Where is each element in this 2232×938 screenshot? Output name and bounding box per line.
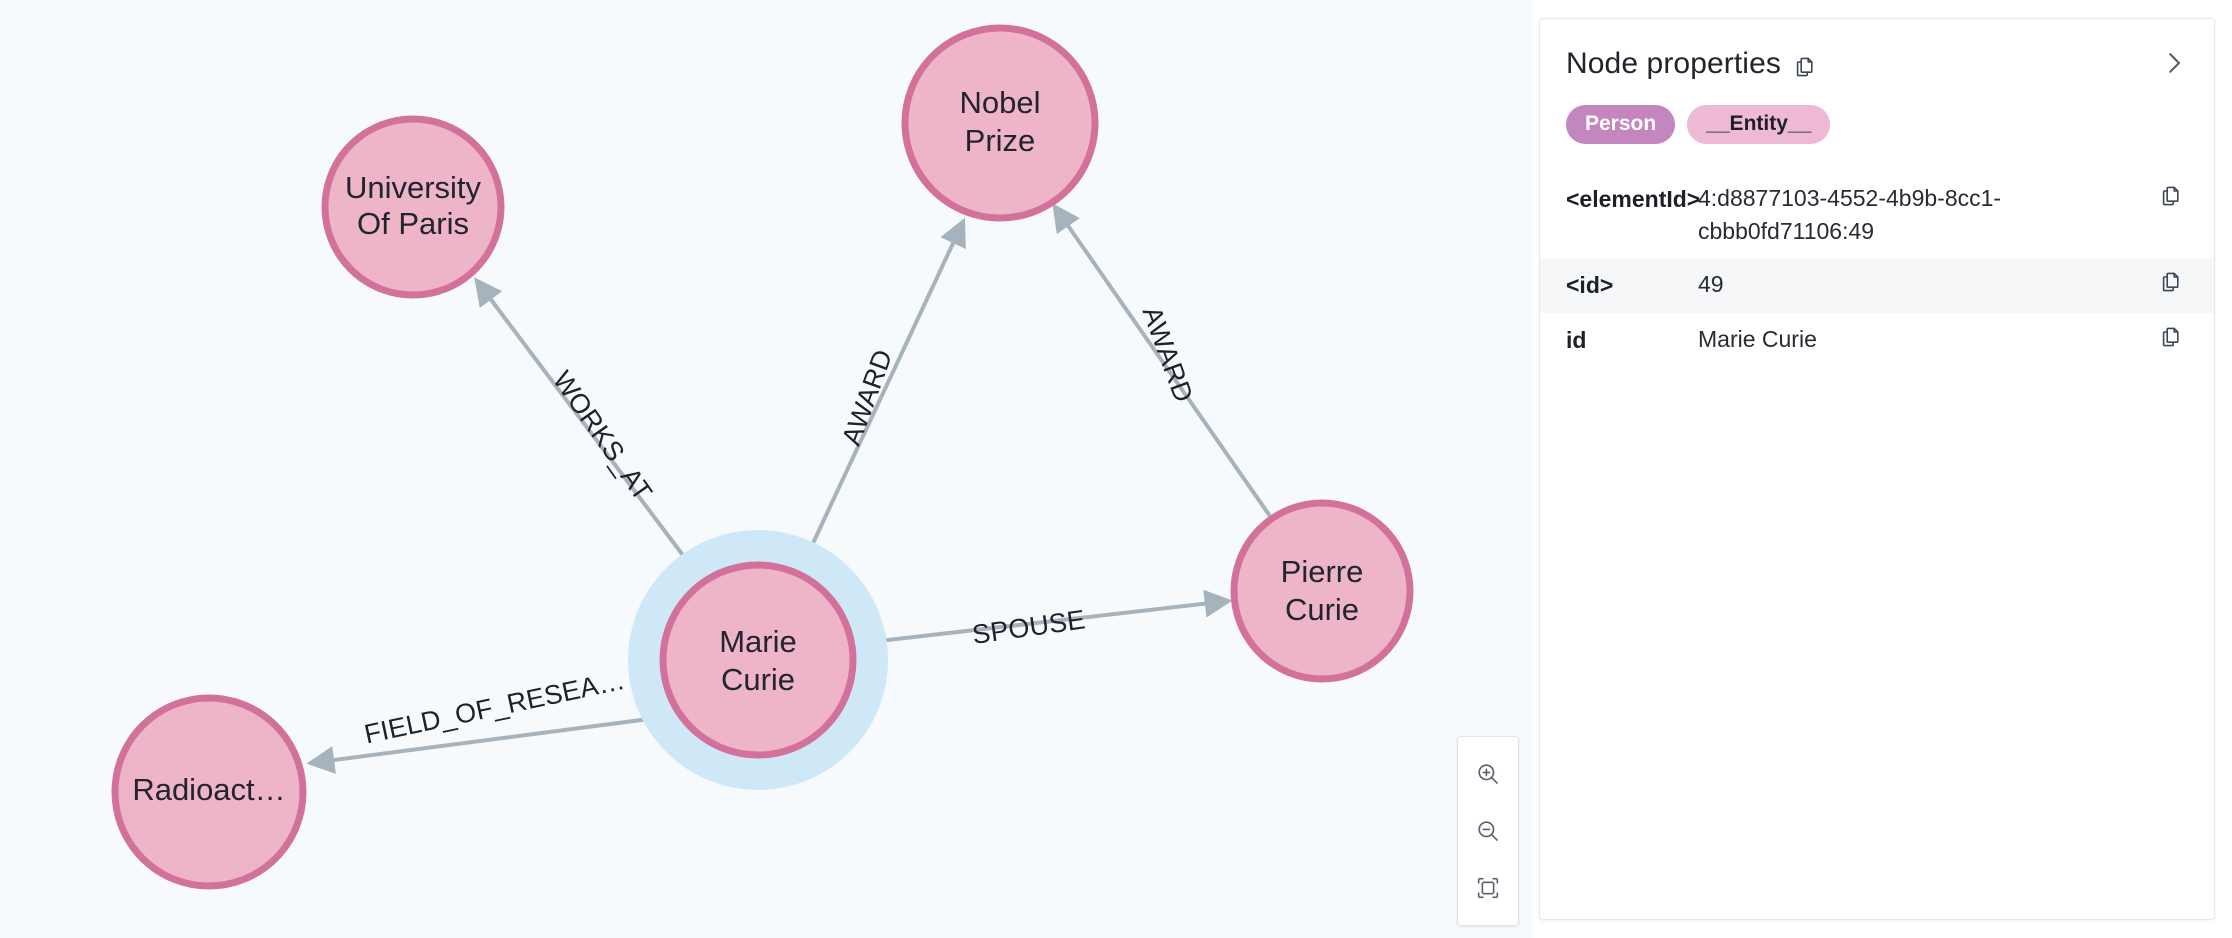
property-key: <elementId> bbox=[1566, 186, 1701, 213]
node-nobel-prize[interactable]: Nobel Prize bbox=[901, 24, 1099, 222]
fit-to-screen-icon bbox=[1475, 875, 1501, 901]
copy-icon[interactable] bbox=[2154, 323, 2188, 349]
fit-to-screen-button[interactable] bbox=[1466, 866, 1510, 910]
copy-icon[interactable] bbox=[1793, 55, 1817, 79]
rel-label-award-pierre: AWARD bbox=[1137, 302, 1199, 406]
copy-icon[interactable] bbox=[2154, 268, 2188, 294]
table-row: <id> 49 bbox=[1540, 258, 2214, 314]
property-value: 4:d8877103-4552-4b9b-8cc1-cbbb0fd71106:4… bbox=[1698, 185, 2002, 244]
node-marie-curie[interactable]: Marie Curie bbox=[659, 561, 857, 759]
zoom-controls bbox=[1457, 736, 1519, 926]
rel-label-award-marie: AWARD bbox=[836, 345, 898, 449]
edge-field-of-research[interactable] bbox=[306, 714, 673, 774]
property-value: 49 bbox=[1698, 271, 1724, 298]
edge-award-marie-nobel[interactable] bbox=[798, 217, 966, 572]
edge-spouse[interactable] bbox=[852, 589, 1233, 646]
svg-text:FIELD_OF_RESEA…: FIELD_OF_RESEA… bbox=[362, 665, 628, 750]
zoom-in-button[interactable] bbox=[1466, 752, 1510, 796]
property-key: id bbox=[1566, 327, 1587, 354]
node-label-chip-entity[interactable]: __Entity__ bbox=[1687, 105, 1831, 145]
zoom-in-icon bbox=[1475, 761, 1501, 787]
page-title: Node properties bbox=[1566, 47, 1781, 80]
node-label-chip-person[interactable]: Person bbox=[1566, 105, 1676, 145]
svg-text:SPOUSE: SPOUSE bbox=[970, 604, 1087, 650]
chevron-right-icon[interactable] bbox=[2156, 45, 2192, 81]
table-row: id Marie Curie bbox=[1540, 313, 2214, 368]
rel-label-field-of-research: FIELD_OF_RESEA… bbox=[362, 665, 628, 750]
svg-text:AWARD: AWARD bbox=[1137, 302, 1199, 406]
node-university-of-paris[interactable]: University Of Paris bbox=[321, 115, 505, 299]
zoom-out-icon bbox=[1475, 818, 1501, 844]
node-pierre-curie[interactable]: Pierre Curie bbox=[1230, 499, 1414, 683]
node-labels: Person __Entity__ bbox=[1540, 81, 2214, 145]
rel-label-spouse: SPOUSE bbox=[970, 604, 1087, 650]
edge-award-pierre-nobel[interactable] bbox=[1052, 203, 1274, 521]
zoom-out-button[interactable] bbox=[1466, 809, 1510, 853]
svg-text:WORKS_AT: WORKS_AT bbox=[547, 365, 658, 506]
graph-canvas[interactable]: University Of Paris Nobel Prize Marie Cu… bbox=[0, 0, 1532, 938]
property-key: <id> bbox=[1566, 272, 1614, 299]
node-properties-panel: Node properties Person __Entity__ <eleme bbox=[1539, 18, 2215, 920]
panel-header: Node properties bbox=[1540, 19, 2214, 81]
rel-label-works-at: WORKS_AT bbox=[547, 365, 658, 506]
node-radioactivity[interactable]: Radioact… bbox=[111, 694, 307, 890]
property-value: Marie Curie bbox=[1698, 326, 1817, 353]
table-row: <elementId> 4:d8877103-4552-4b9b-8cc1-cb… bbox=[1540, 172, 2214, 258]
properties-table: <elementId> 4:d8877103-4552-4b9b-8cc1-cb… bbox=[1540, 172, 2214, 368]
edge-works-at[interactable] bbox=[474, 277, 702, 580]
copy-icon[interactable] bbox=[2154, 182, 2188, 208]
svg-text:AWARD: AWARD bbox=[836, 345, 898, 449]
